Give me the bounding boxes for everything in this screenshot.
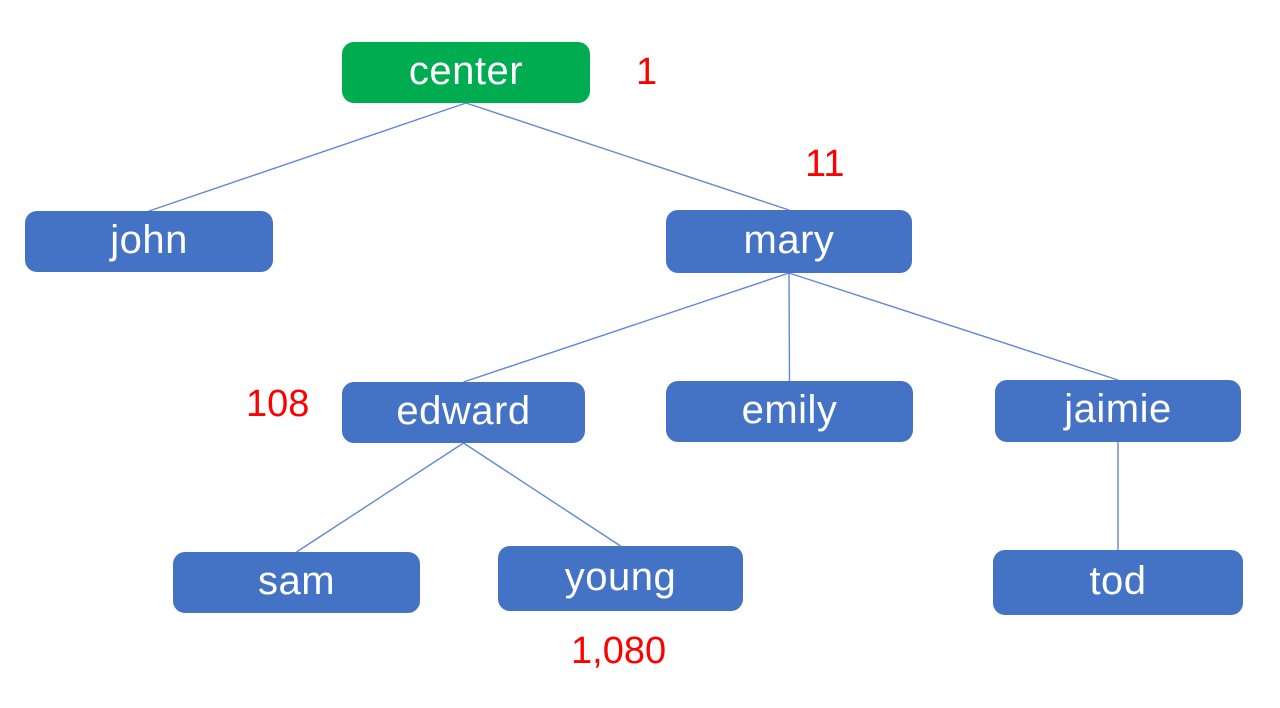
tree-node-sam: sam [173, 552, 420, 613]
tree-node-young: young [498, 546, 743, 611]
edge-edward-sam [296, 442, 464, 553]
edge-mary-emily [788, 272, 791, 382]
edge-edward-young [463, 442, 621, 547]
tree-node-john: john [25, 211, 273, 272]
node-label-edward: edward [396, 388, 531, 433]
edge-center-john [148, 102, 467, 212]
node-label-young: young [564, 554, 677, 599]
tree-node-center: center [342, 42, 590, 103]
node-label-center: center [408, 48, 524, 93]
edge-center-mary [465, 102, 790, 211]
node-label-sam: sam [257, 558, 336, 603]
annotation-mary: 11 [805, 143, 845, 185]
tree-node-mary: mary [666, 210, 912, 273]
annotation-young: 1,080 [571, 630, 667, 672]
edge-mary-jaimie [788, 272, 1119, 381]
tree-node-jaimie: jaimie [995, 380, 1241, 442]
node-label-mary: mary [743, 217, 835, 262]
node-label-john: john [110, 217, 188, 262]
tree-node-emily: emily [666, 381, 913, 442]
annotation-center: 1 [636, 51, 658, 93]
tree-node-edward: edward [342, 382, 585, 443]
annotation-edward: 108 [246, 383, 310, 425]
node-label-jaimie: jaimie [1064, 387, 1172, 431]
tree-node-tod: tod [993, 550, 1243, 615]
edge-mary-edward [463, 272, 790, 383]
node-label-emily: emily [741, 387, 838, 432]
node-label-tod: tod [1089, 558, 1147, 603]
